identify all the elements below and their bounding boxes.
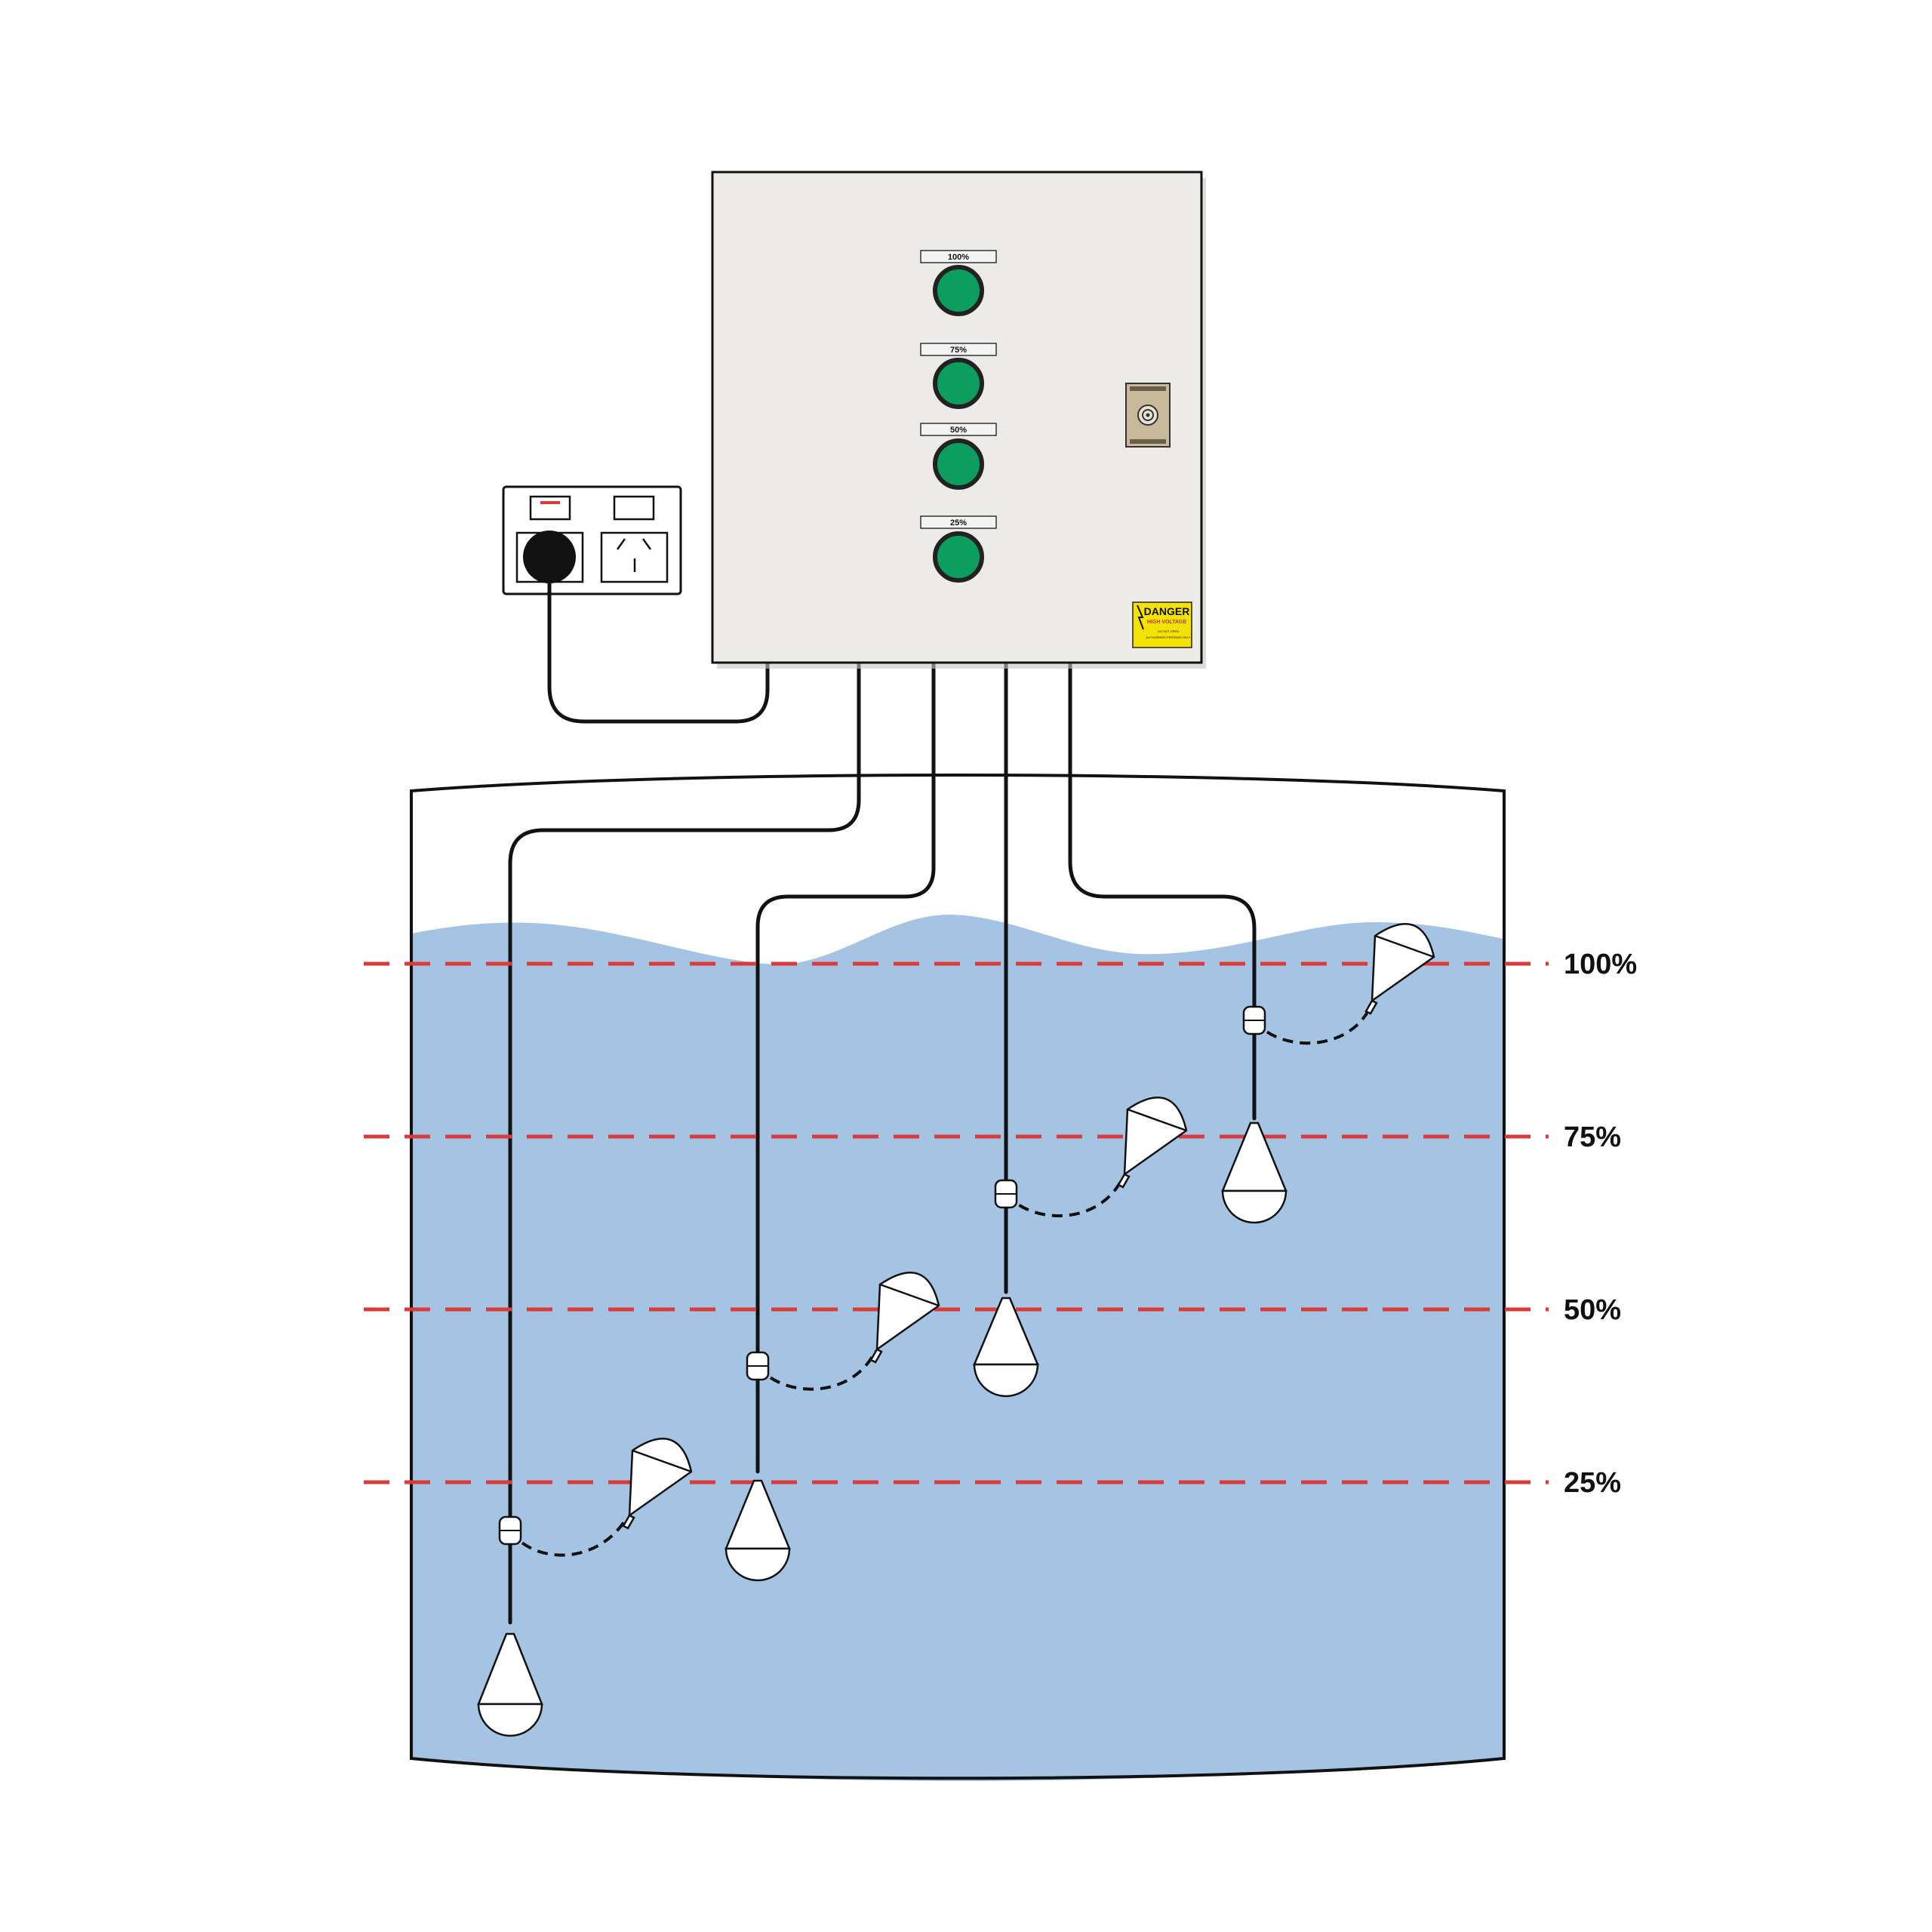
- indicator-75: 75%: [920, 343, 997, 409]
- danger-title: DANGER: [1144, 605, 1190, 617]
- float-switch-icon: [994, 1097, 1188, 1218]
- level-label-25: 25%: [1564, 1467, 1621, 1499]
- indicator-label-100: 100%: [948, 253, 969, 262]
- indicator-light-75: [933, 358, 984, 409]
- power-cable: [547, 580, 770, 724]
- danger-sign: DANGER HIGH VOLTAGE DO NOT OPEN AUTHORIS…: [1132, 601, 1192, 648]
- indicator-light-100: [933, 265, 984, 316]
- danger-subtitle: HIGH VOLTAGE: [1147, 620, 1187, 625]
- level-label-50: 50%: [1564, 1294, 1621, 1326]
- level-label-100: 100%: [1564, 949, 1637, 980]
- tank-outline: [410, 774, 1506, 1780]
- indicator-light-25: [933, 531, 984, 583]
- cable-float-100: [1068, 660, 1257, 1121]
- indicator-label-50: 50%: [950, 426, 967, 435]
- outlet-switch-left[interactable]: [529, 495, 571, 521]
- float-switch-icon: [1221, 1121, 1287, 1224]
- indicator-100: 100%: [920, 250, 997, 316]
- float-switch-icon: [724, 1479, 791, 1582]
- key-switch-icon[interactable]: [1125, 383, 1171, 448]
- cable-float-25: [508, 660, 861, 1625]
- indicator-light-50: [933, 438, 984, 490]
- danger-line2: AUTHORISED PERSONS ONLY: [1146, 635, 1191, 639]
- indicator-label-25: 25%: [950, 518, 967, 528]
- level-label-75: 75%: [1564, 1121, 1621, 1153]
- plug-icon: [523, 531, 576, 583]
- float-switch-icon: [477, 1632, 543, 1737]
- indicator-25: 25%: [920, 515, 997, 583]
- float-switch-icon: [973, 1297, 1039, 1398]
- cable-float-50: [755, 660, 936, 1474]
- float-switch-icon: [746, 1272, 940, 1391]
- indicator-50: 50%: [920, 423, 997, 490]
- indicator-label-75: 75%: [950, 346, 967, 355]
- float-switch-icon: [498, 1438, 693, 1557]
- float-switch-icon: [1242, 923, 1435, 1045]
- tank-water: [411, 914, 1504, 1781]
- danger-line1: DO NOT OPEN: [1158, 629, 1179, 633]
- outlet-switch-right[interactable]: [613, 495, 655, 521]
